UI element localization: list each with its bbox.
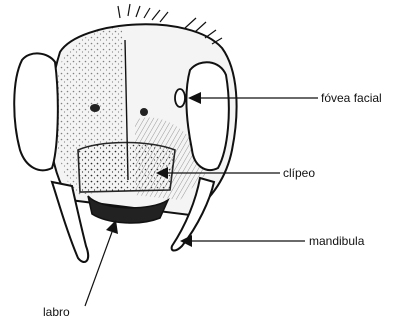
clypeus — [78, 143, 175, 193]
antenna-socket-right — [140, 108, 148, 116]
label-clipeo: clípeo — [283, 166, 315, 180]
label-mandibula: mandibula — [309, 234, 364, 248]
leader-mandibula — [180, 235, 305, 247]
leader-labro — [85, 220, 118, 306]
antenna-socket-left — [90, 104, 100, 112]
right-compound-eye — [186, 62, 228, 170]
facial-fovea — [175, 89, 185, 107]
left-compound-eye — [14, 53, 58, 170]
label-labro: labro — [43, 305, 70, 319]
label-fovea-facial: fóvea facial — [321, 91, 382, 105]
